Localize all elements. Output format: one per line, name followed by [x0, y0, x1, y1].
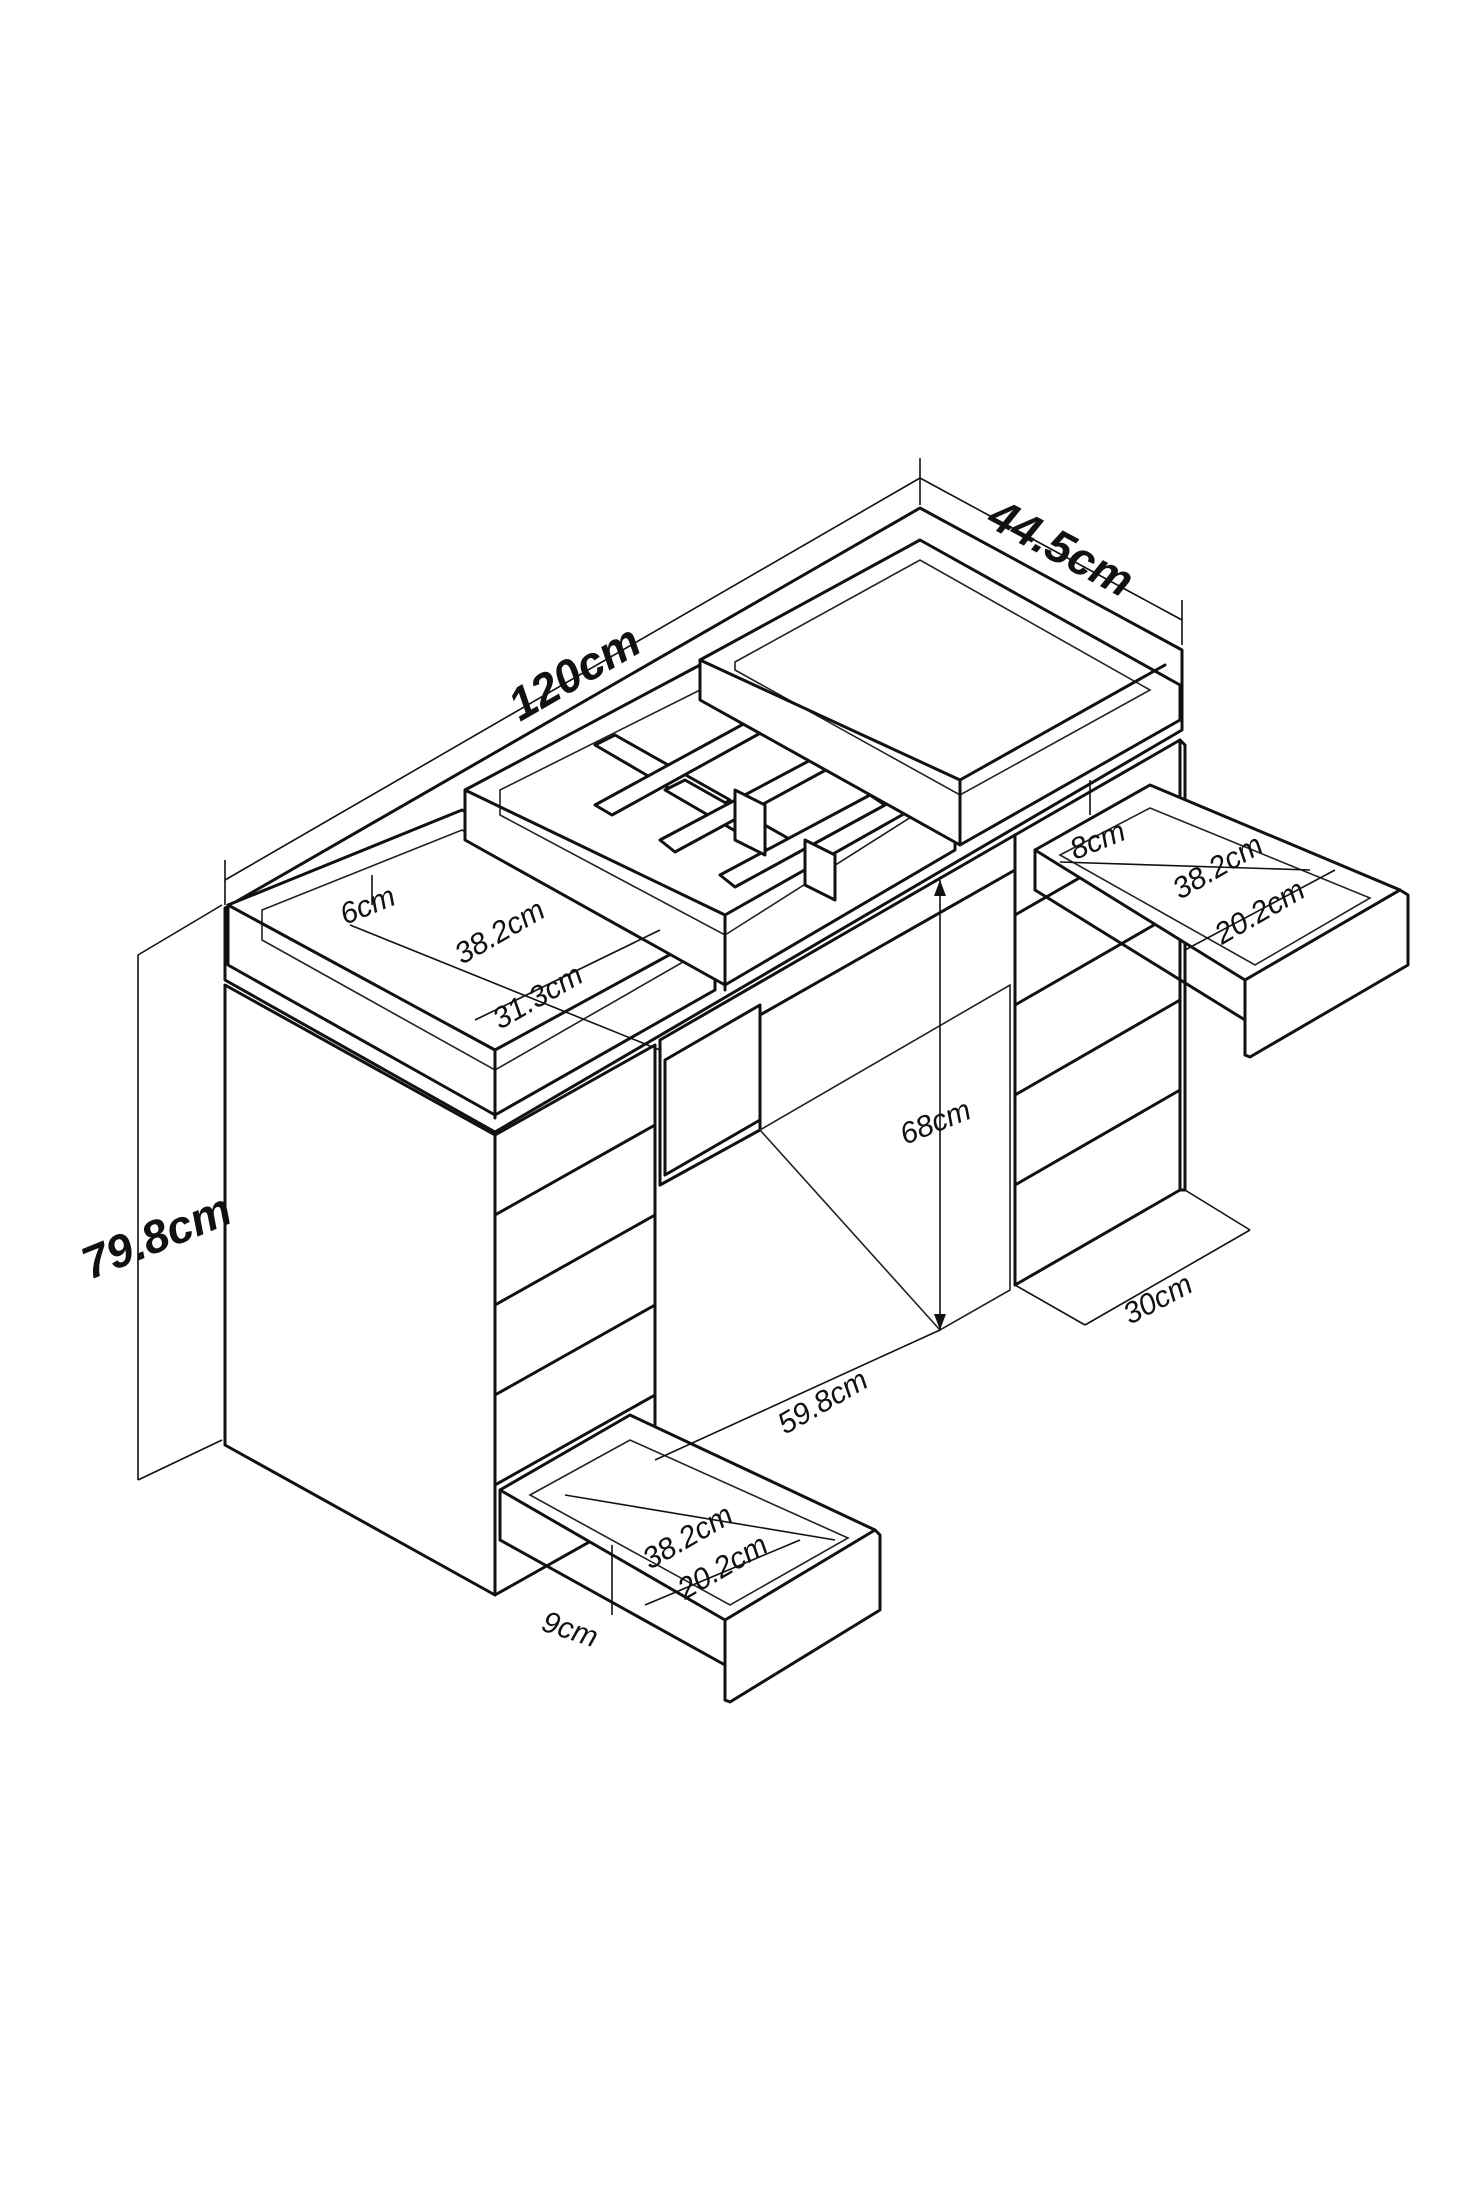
label-total-height: 79.8cm	[74, 1183, 238, 1290]
label-left-drawer-height: 9cm	[538, 1605, 602, 1654]
right-top-tray	[698, 538, 1182, 847]
center-drawer-front	[663, 1003, 762, 1177]
left-drawer-front	[723, 1528, 882, 1704]
right-open-drawer	[1033, 783, 1410, 1059]
dimension-lines	[137, 458, 1336, 1615]
top-compartments	[226, 538, 1182, 1120]
label-knee-height: 68cm	[895, 1093, 975, 1151]
left-open-drawer	[498, 1413, 882, 1704]
organizer-dividers	[593, 713, 887, 902]
knee-back-panel	[758, 983, 1011, 1332]
label-cabinet-depth: 30cm	[1118, 1268, 1198, 1332]
label-knee-width: 59.8cm	[772, 1363, 874, 1441]
right-drawer-front	[1243, 888, 1410, 1059]
